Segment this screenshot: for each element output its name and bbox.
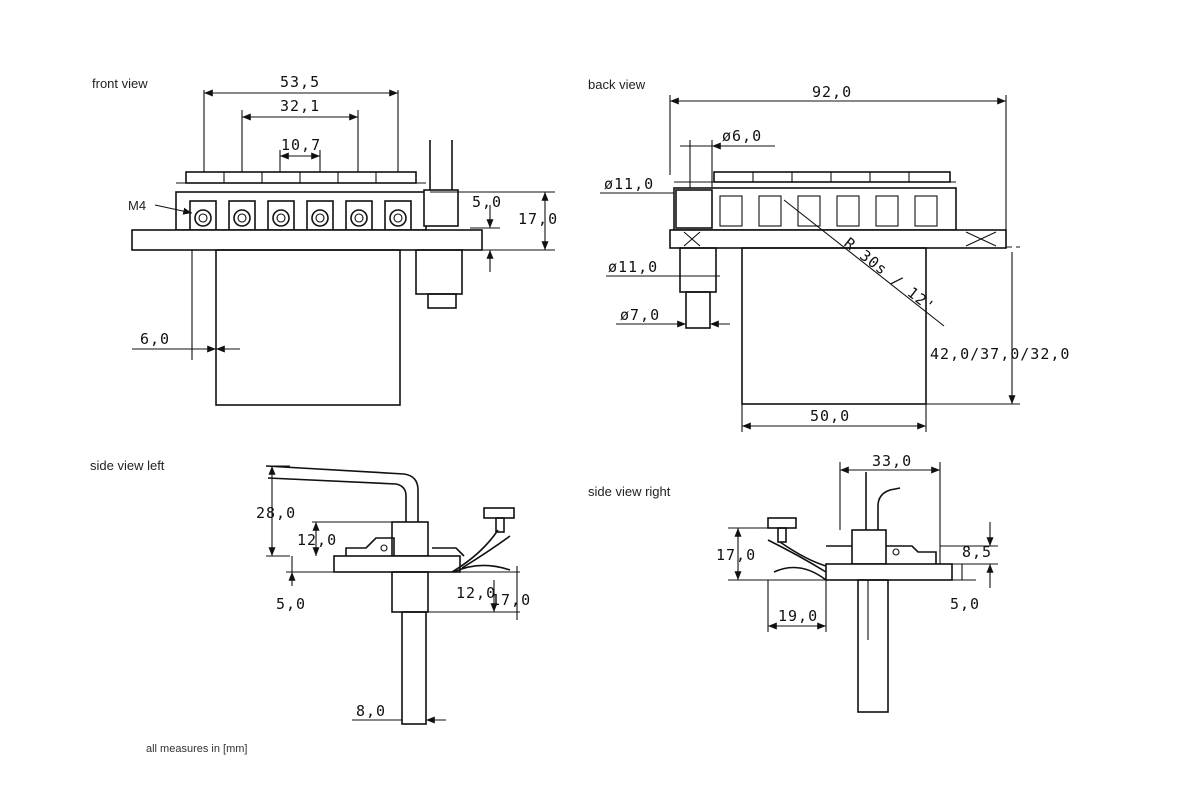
back-dim-dia-6: ø6,0 xyxy=(722,127,762,145)
side-right-title: side view right xyxy=(588,484,671,499)
back-dim-heights: 42,0/37,0/32,0 xyxy=(930,345,1070,363)
side-left-dim-12-0-a: 12,0 xyxy=(297,531,337,549)
front-view: front view 53,5 32,1 10,7 xyxy=(92,73,558,406)
back-dim-92-0: 92,0 xyxy=(812,83,852,101)
back-dim-dia-11-upper: ø11,0 xyxy=(604,175,654,193)
side-left-dim-12-0-b: 12,0 xyxy=(456,584,496,602)
front-dim-10-7: 10,7 xyxy=(281,136,321,154)
front-view-title: front view xyxy=(92,76,148,91)
back-view-title: back view xyxy=(588,77,646,92)
back-view: back view 92,0 ø6,0 ø11,0 xyxy=(588,77,1070,432)
side-right-dim-5-0: 5,0 xyxy=(950,595,980,613)
front-dim-17-0: 17,0 xyxy=(518,210,558,228)
side-left-dim-17-0: 17,0 xyxy=(491,591,531,609)
back-dim-dia-7: ø7,0 xyxy=(620,306,660,324)
front-dim-53-5: 53,5 xyxy=(280,73,320,91)
front-dim-6-0: 6,0 xyxy=(140,330,170,348)
back-dim-dia-11-lower: ø11,0 xyxy=(608,258,658,276)
side-left-title: side view left xyxy=(90,458,165,473)
side-view-left: side view left 28,0 12,0 5,0 xyxy=(90,458,531,725)
back-dim-50-0: 50,0 xyxy=(810,407,850,425)
side-right-dim-19-0: 19,0 xyxy=(778,607,818,625)
side-right-dim-8-5: 8,5 xyxy=(962,543,992,561)
side-left-dim-8-0: 8,0 xyxy=(356,702,386,720)
units-note: all measures in [mm] xyxy=(146,743,247,755)
side-view-right: side view right 33,0 17,0 xyxy=(588,452,998,713)
front-dim-5-0: 5,0 xyxy=(472,193,502,211)
front-dim-32-1: 32,1 xyxy=(280,97,320,115)
front-thread-label: M4 xyxy=(128,198,146,213)
side-left-dim-5-0: 5,0 xyxy=(276,595,306,613)
side-right-dim-33-0: 33,0 xyxy=(872,452,912,470)
side-right-dim-17-0: 17,0 xyxy=(716,546,756,564)
side-left-dim-28-0: 28,0 xyxy=(256,504,296,522)
